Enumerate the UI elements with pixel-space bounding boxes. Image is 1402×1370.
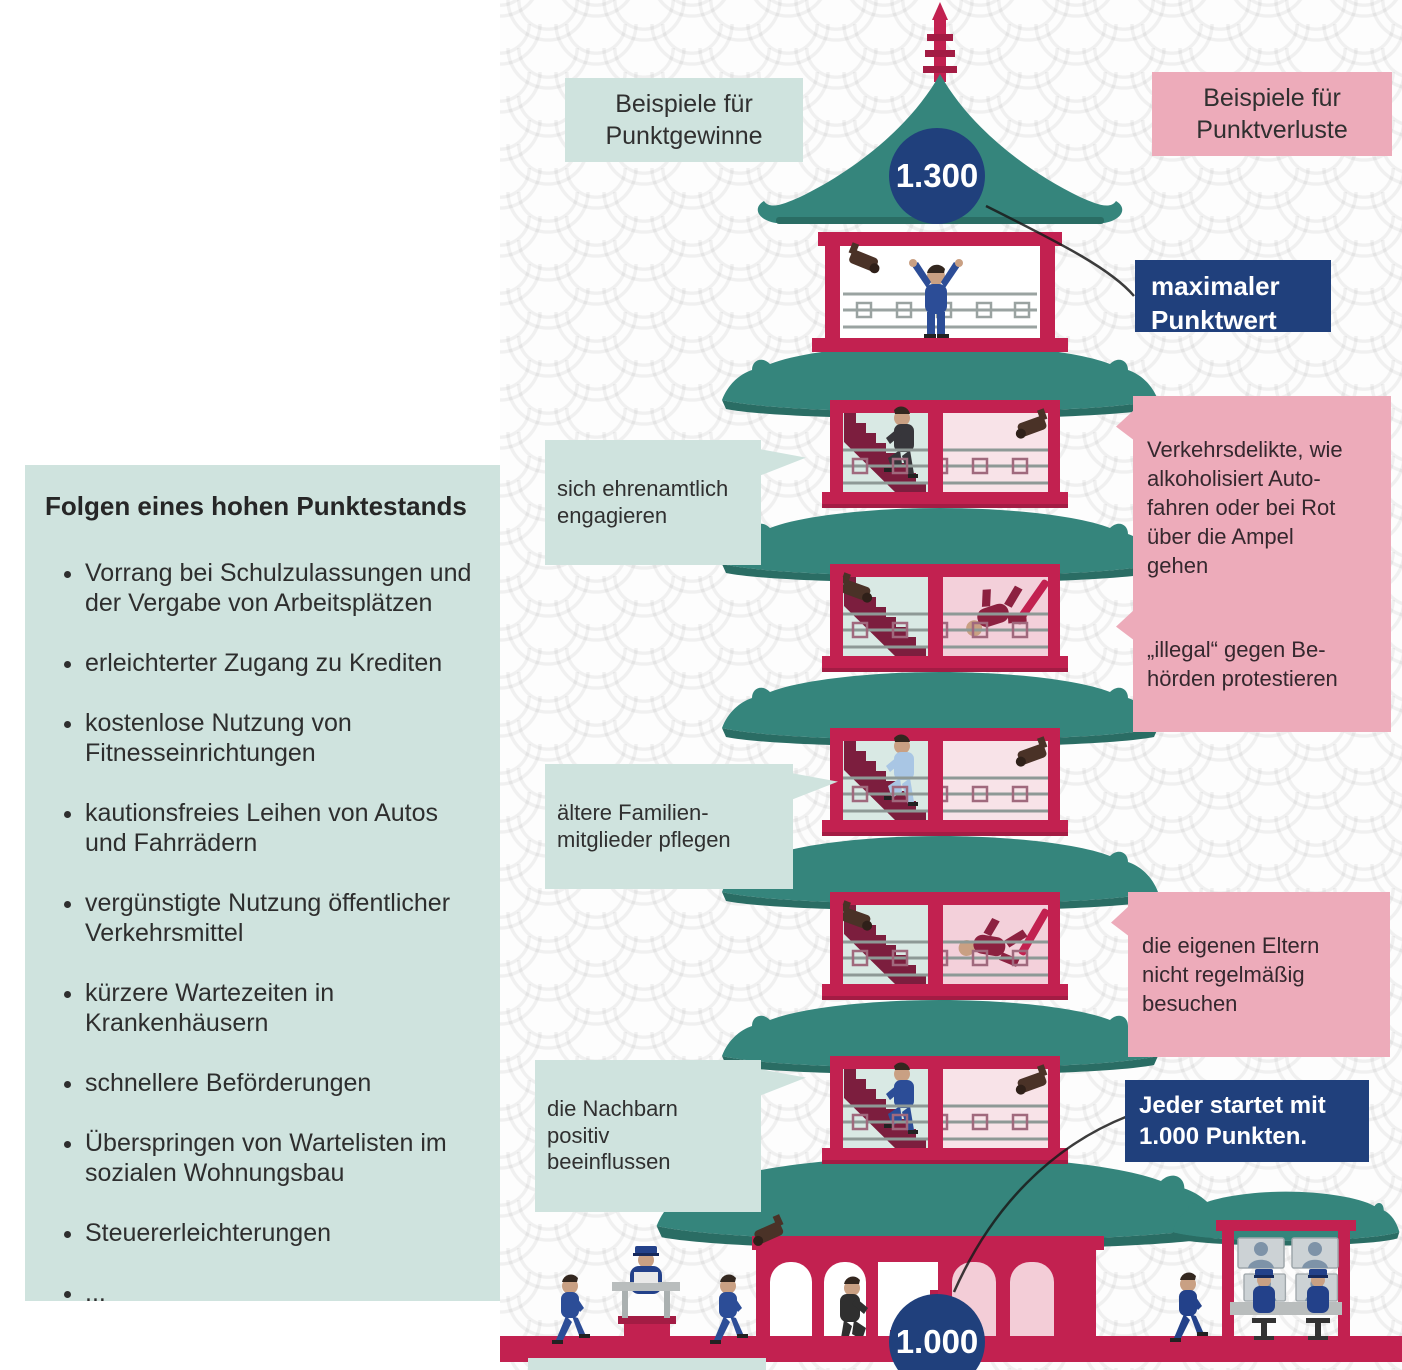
person-walking-icon [710, 1274, 748, 1344]
loss-label: „illegal“ gegen Be- hörden protestieren [1116, 596, 1391, 733]
gain-label-text: ältere Familien- mitglieder pflegen [557, 799, 731, 852]
police-officer-icon [1170, 1272, 1208, 1342]
pagoda-panel: Beispiele für Punktgewinne Beispiele für… [500, 0, 1402, 1370]
list-item: Vorrang bei Schulzulassungen und der Ver… [85, 558, 491, 618]
consequences-list: Vorrang bei Schulzulassungen und der Ver… [45, 558, 491, 1308]
gain-label: ältere Familien- mitglieder pflegen [545, 764, 838, 890]
list-item: vergünstigte Nutzung öffentlicher Verkeh… [85, 888, 491, 948]
list-item: schnellere Beförderungen [85, 1068, 491, 1098]
max-points-callout: maximaler Punktwert [1135, 260, 1331, 335]
floor-2 [822, 400, 1068, 508]
list-item: erleichterter Zugang zu Krediten [85, 648, 491, 678]
loss-label-text: Verkehrsdelikte, wie alkoholisiert Auto-… [1147, 437, 1343, 579]
start-connector-line [952, 1114, 1129, 1293]
callout-connectors [952, 204, 1135, 1293]
gain-label: sich ehrenamtlich engagieren [545, 440, 806, 566]
list-item: kostenlose Nutzung von Fitnesseinrichtun… [85, 708, 491, 768]
pavilion-floor [812, 232, 1068, 352]
floor-3 [822, 564, 1068, 672]
floor-6 [822, 1056, 1068, 1164]
floor-4 [822, 728, 1068, 836]
surveillance-monitors-icon [1291, 1237, 1339, 1269]
losses-header: Beispiele für Punktverluste [1152, 72, 1392, 156]
cutoff-label-box [528, 1358, 766, 1370]
loss-label-text: „illegal“ gegen Be- hörden protestieren [1147, 637, 1338, 692]
loss-label: die eigenen Eltern nicht regelmäßig besu… [1111, 892, 1390, 1058]
consequences-box: Folgen eines hohen Punktestands Vorrang … [25, 465, 507, 1307]
kiosk-roof [1172, 1191, 1400, 1246]
checkpoint-podium [612, 1246, 680, 1338]
person-walking-icon [552, 1274, 590, 1344]
surveillance-kiosk [1170, 1191, 1400, 1342]
gains-header: Beispiele für Punktgewinne [565, 78, 803, 162]
list-item: kautionsfreies Leihen von Autos und Fahr… [85, 798, 491, 858]
consequences-title: Folgen eines hohen Punktestands [45, 491, 467, 521]
gain-label: die Nachbarn positiv beeinflussen [535, 1060, 806, 1213]
gain-label-text: sich ehrenamtlich engagieren [557, 475, 729, 528]
list-item: Überspringen von Wartelisten im sozialen… [85, 1128, 491, 1188]
pagoda-spire [923, 2, 957, 82]
list-item: kürzere Wartezeiten in Krankenhäusern [85, 978, 491, 1038]
loss-label: Verkehrsdelikte, wie alkoholisiert Auto-… [1116, 396, 1391, 620]
max-points-badge: 1.300 [889, 128, 985, 224]
list-item: Steuererleichterungen [85, 1218, 491, 1248]
list-item: ... [85, 1278, 491, 1308]
floor-5 [822, 892, 1068, 1000]
gain-label-text: die Nachbarn positiv beeinflussen [547, 1095, 678, 1175]
surveillance-monitors-icon [1237, 1237, 1285, 1269]
start-points-callout: Jeder startet mit 1.000 Punkten. [1125, 1080, 1369, 1163]
max-connector-line [985, 204, 1135, 297]
start-points-badge: 1.000 [889, 1294, 985, 1370]
loss-label-text: die eigenen Eltern nicht regelmäßig besu… [1142, 933, 1320, 1017]
